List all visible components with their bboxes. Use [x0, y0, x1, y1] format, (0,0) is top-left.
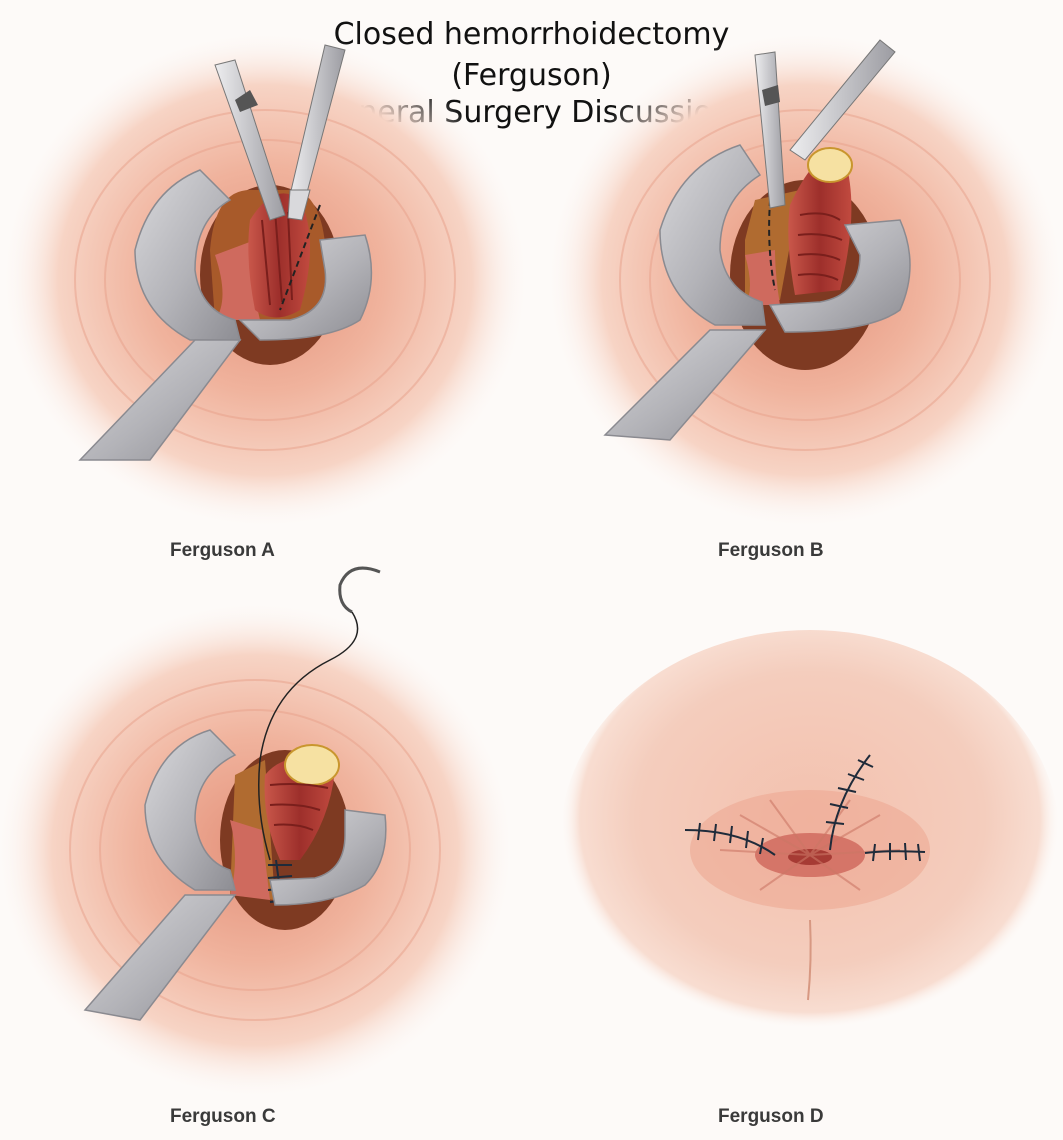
caption-ferguson-a: Ferguson A — [170, 540, 275, 561]
panel-ferguson-a: Ferguson A — [0, 30, 530, 561]
panel-ferguson-b: Ferguson B — [540, 30, 1063, 561]
panel-ferguson-c: Ferguson C — [0, 560, 520, 1130]
caption-ferguson-c: Ferguson C — [170, 1106, 276, 1127]
suture-needle-icon — [258, 566, 381, 861]
forceps-icon — [214, 59, 286, 221]
retractor-icon — [83, 729, 387, 1021]
retractor-icon — [603, 144, 911, 441]
title-line-2: (Ferguson) — [451, 58, 612, 93]
caption-ferguson-b: Ferguson B — [718, 540, 824, 561]
illustration-ferguson-b — [545, 30, 1063, 530]
illustration-ferguson-c — [0, 566, 515, 1100]
illustration-ferguson-a — [0, 30, 530, 530]
scissors-icon — [287, 44, 346, 221]
caption-ferguson-d: Ferguson D — [718, 1106, 824, 1127]
illustration-ferguson-d — [560, 630, 1060, 1050]
forceps-icon — [754, 51, 786, 209]
scissors-icon — [789, 39, 896, 161]
retractor-icon — [78, 169, 373, 461]
title-line-1: Closed hemorrhoidectomy — [333, 17, 730, 52]
panel-ferguson-d: Ferguson D — [560, 560, 1063, 1130]
